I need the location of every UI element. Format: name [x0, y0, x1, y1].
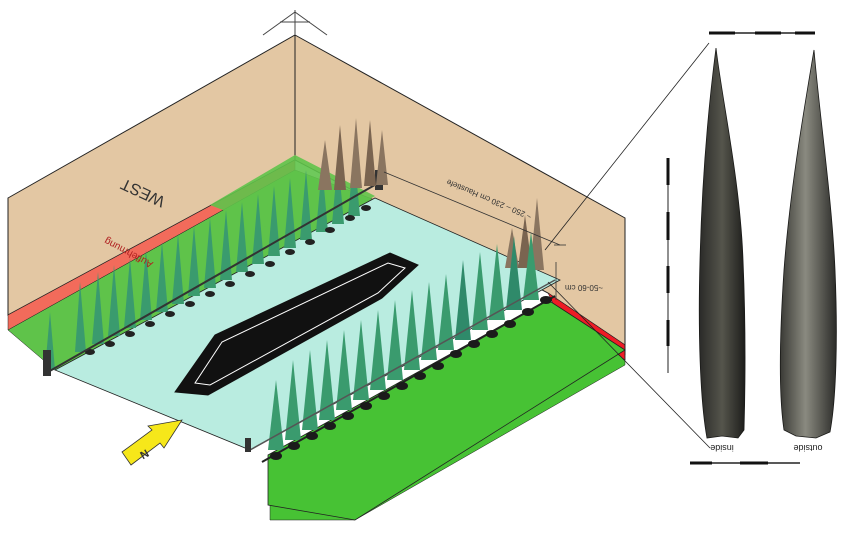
inside-label: inside	[710, 443, 734, 453]
right-rail-top	[249, 279, 556, 451]
stake-depth-label: ~50-60 cm	[565, 283, 603, 292]
north-arrow-icon	[121, 419, 183, 466]
stake-photo-outside	[779, 49, 837, 439]
right-stake-bases	[270, 296, 552, 460]
back-stake-cluster	[318, 118, 544, 270]
right-stake-row	[268, 232, 539, 450]
left-rail	[47, 181, 381, 373]
outside-label: outside	[793, 443, 822, 453]
stake-photo-inside	[698, 47, 746, 439]
left-stake-row	[45, 152, 360, 370]
boat	[174, 252, 419, 396]
left-stake-bases	[85, 205, 371, 355]
boat-inner-line	[194, 262, 406, 386]
